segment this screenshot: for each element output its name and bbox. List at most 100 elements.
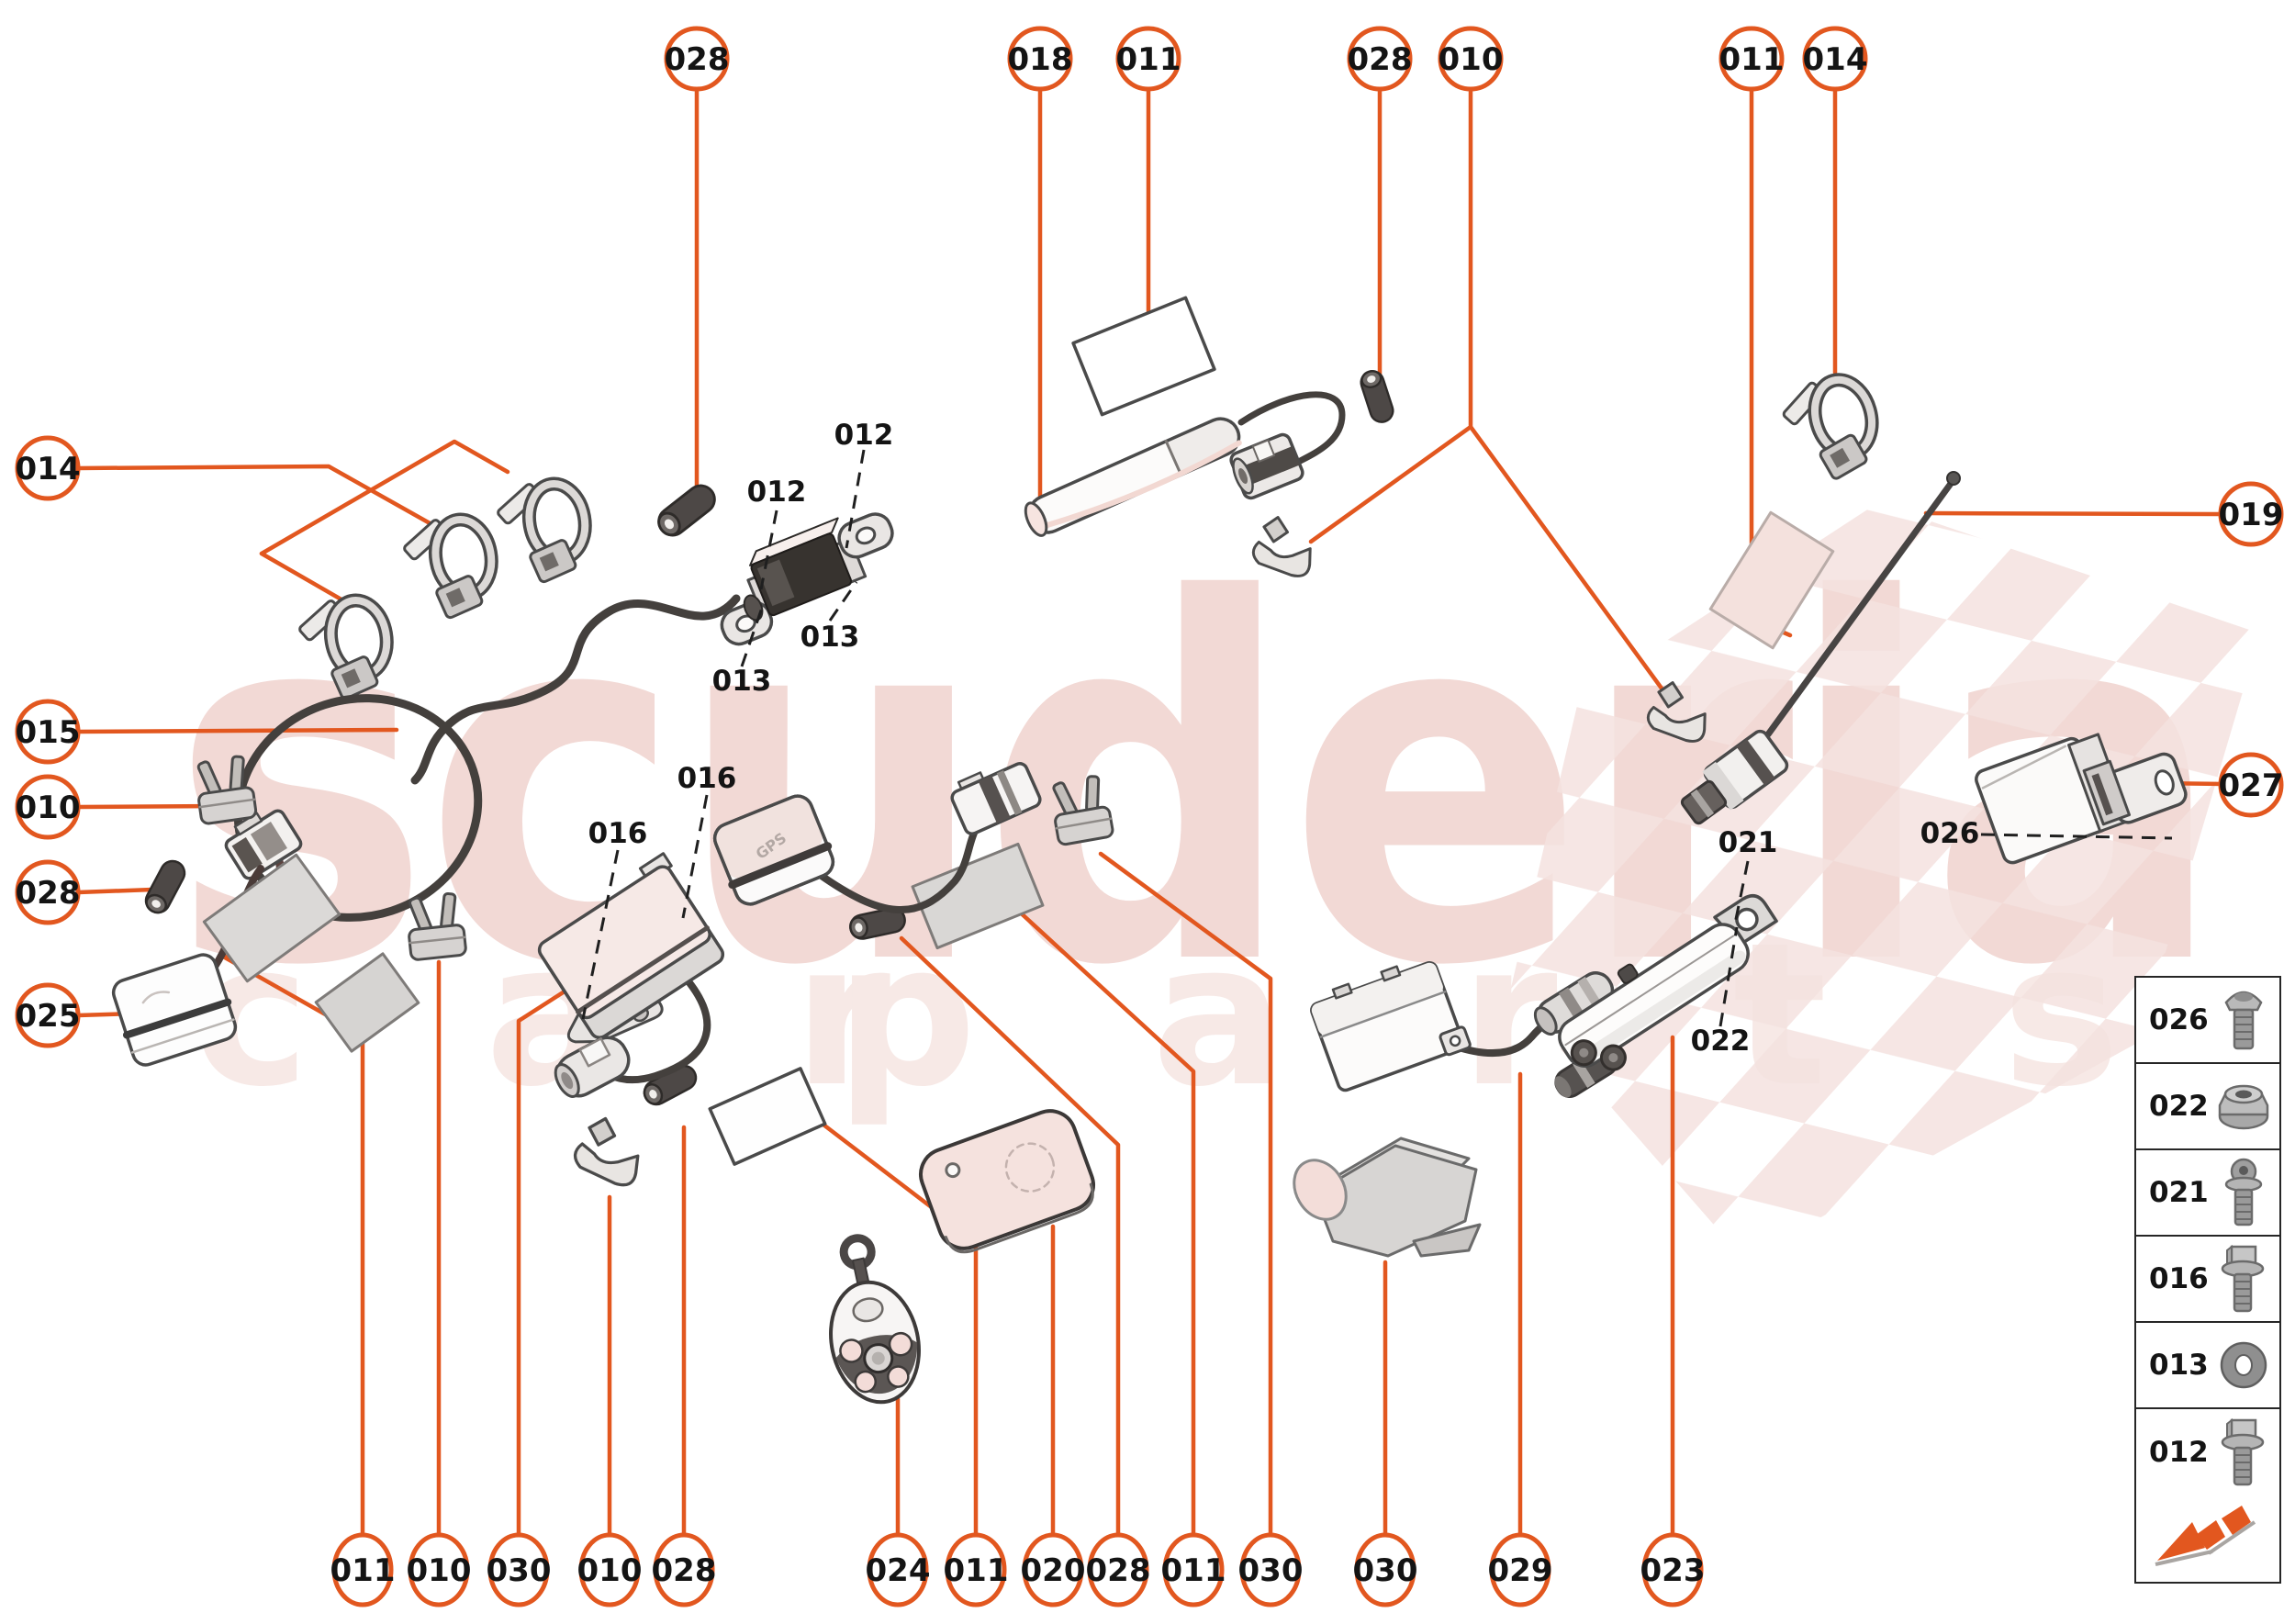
- part-label-013: 013: [800, 621, 860, 654]
- dashed-leader: [1718, 926, 1739, 1027]
- part-label-026: 026: [1920, 817, 1980, 850]
- part-sticker-1: [202, 853, 341, 983]
- part-label-022: 022: [1691, 1025, 1751, 1058]
- callout-010[interactable]: 010: [407, 1532, 472, 1607]
- leader-line: [75, 727, 399, 734]
- button-bolt-icon: [2224, 991, 2263, 1050]
- callout-028[interactable]: 028: [15, 859, 81, 925]
- callout-028[interactable]: 028: [664, 26, 730, 92]
- part-label-016: 016: [677, 762, 737, 795]
- callout-019[interactable]: 019: [2218, 481, 2284, 547]
- part-foam-pad: [1293, 1137, 1482, 1258]
- callout-018[interactable]: 018: [1007, 26, 1073, 92]
- hex-bolt-icon: [2221, 1245, 2265, 1313]
- part-sticker-4: [1708, 510, 1835, 650]
- leader-line: [1308, 86, 1473, 544]
- leader-line: [75, 464, 449, 535]
- part-label-016: 016: [588, 817, 648, 850]
- callout-027[interactable]: 027: [2218, 752, 2284, 818]
- torx-screw-icon: [2224, 1158, 2263, 1226]
- leader-line: [1098, 851, 1273, 1538]
- svg-text:028: 028: [652, 1552, 717, 1589]
- dashed-leader: [681, 794, 709, 919]
- svg-text:028: 028: [1348, 41, 1413, 78]
- callout-030[interactable]: 030: [1353, 1532, 1418, 1607]
- legend-row-022[interactable]: 022: [2136, 1064, 2279, 1150]
- svg-text:027: 027: [2219, 767, 2284, 804]
- svg-text:011: 011: [1116, 41, 1181, 78]
- legend-code: 016: [2149, 1262, 2209, 1295]
- part-rod-base-block: [1680, 779, 1728, 825]
- leader-line: [259, 439, 510, 556]
- svg-text:028: 028: [16, 875, 81, 912]
- part-receiver-connector: [950, 762, 1042, 835]
- callout-010[interactable]: 010: [1438, 26, 1504, 92]
- part-label-021: 021: [1718, 826, 1778, 859]
- legend-code: 026: [2149, 1003, 2209, 1036]
- part-roof-sensor: [720, 512, 894, 646]
- callout-010[interactable]: 010: [577, 1532, 643, 1607]
- leader-line: [516, 987, 570, 1538]
- part-label-012: 012: [834, 419, 894, 452]
- svg-text:028: 028: [1086, 1552, 1151, 1589]
- leader-line: [1468, 424, 1670, 699]
- part-amplifier-bar: [1558, 893, 1778, 1071]
- part-label-012: 012: [747, 476, 807, 509]
- svg-text:018: 018: [1008, 41, 1073, 78]
- dashed-leader: [759, 510, 778, 590]
- callout-024[interactable]: 024: [866, 1532, 931, 1607]
- leader-line: [75, 803, 223, 810]
- callout-030[interactable]: 030: [1238, 1532, 1304, 1607]
- callout-011[interactable]: 011: [1115, 26, 1181, 92]
- svg-text:030: 030: [1238, 1552, 1304, 1589]
- part-antenna-cable: [1237, 391, 1346, 471]
- svg-text:011: 011: [330, 1552, 396, 1589]
- legend-row-026[interactable]: 026: [2136, 978, 2279, 1064]
- callout-014[interactable]: 014: [15, 435, 81, 501]
- part-gps-receiver: GPS: [712, 794, 835, 906]
- legend-code: 013: [2149, 1349, 2209, 1382]
- part-module-connector: [554, 1036, 631, 1098]
- part-sticker-5: [1071, 296, 1216, 417]
- legend-row-021[interactable]: 021: [2136, 1150, 2279, 1237]
- part-gps-puck-cable: [815, 812, 991, 913]
- part-cable-tie-4: [1776, 368, 1886, 488]
- callout-023[interactable]: 023: [1640, 1532, 1706, 1607]
- callout-011[interactable]: 011: [1161, 1532, 1226, 1607]
- dashed-leader: [828, 581, 858, 622]
- callout-025[interactable]: 025: [15, 982, 81, 1048]
- svg-text:010: 010: [407, 1552, 472, 1589]
- leader-line: [899, 935, 1121, 1538]
- callout-029[interactable]: 029: [1488, 1532, 1553, 1607]
- svg-text:030: 030: [1353, 1552, 1418, 1589]
- callout-011[interactable]: 011: [330, 1532, 396, 1607]
- callout-030[interactable]: 030: [487, 1532, 552, 1607]
- callout-028[interactable]: 028: [1086, 1532, 1151, 1607]
- dashed-leader: [1980, 833, 2173, 840]
- leader-line: [75, 887, 155, 895]
- callout-028[interactable]: 028: [652, 1532, 717, 1607]
- washer-icon: [2220, 1341, 2267, 1389]
- svg-text:011: 011: [944, 1552, 1009, 1589]
- part-telephone-module: [1310, 961, 1472, 1092]
- legend-row-013[interactable]: 013: [2136, 1323, 2279, 1409]
- part-key-fob: [829, 1234, 921, 1405]
- callout-020[interactable]: 020: [1021, 1532, 1086, 1607]
- callout-028[interactable]: 028: [1347, 26, 1413, 92]
- callout-011[interactable]: 011: [1718, 26, 1785, 92]
- legend-row-016[interactable]: 016: [2136, 1237, 2279, 1323]
- callout-011[interactable]: 011: [944, 1532, 1009, 1607]
- leader-line: [259, 551, 355, 609]
- part-ferrite: [1229, 432, 1304, 500]
- callout-015[interactable]: 015: [15, 699, 81, 765]
- svg-text:014: 014: [16, 451, 81, 487]
- legend-row-012[interactable]: 012: [2136, 1409, 2279, 1495]
- svg-text:015: 015: [16, 714, 81, 751]
- callout-014[interactable]: 014: [1802, 26, 1868, 92]
- dashed-leader: [1733, 860, 1750, 924]
- dashed-leader: [581, 849, 620, 1020]
- dashed-leader: [845, 449, 866, 549]
- hex-bolt-icon: [2221, 1418, 2265, 1486]
- callout-010[interactable]: 010: [15, 774, 81, 840]
